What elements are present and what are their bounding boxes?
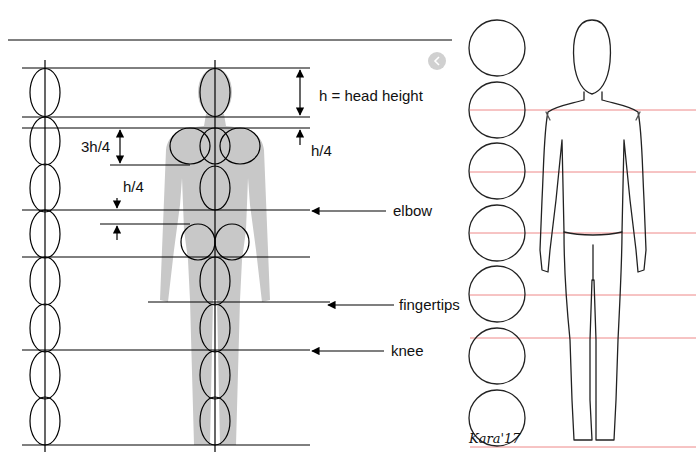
dimension-label: h/4 <box>310 143 333 160</box>
body-part-label: knee <box>390 343 425 360</box>
dimension-label: h = head height <box>318 88 424 105</box>
signature: Kara'17 <box>468 432 522 446</box>
body-part-label: elbow <box>392 203 433 220</box>
body-part-label: fingertips <box>398 297 461 314</box>
dimension-label: h/4 <box>122 179 145 196</box>
dimension-label: 3h/4 <box>80 139 111 156</box>
